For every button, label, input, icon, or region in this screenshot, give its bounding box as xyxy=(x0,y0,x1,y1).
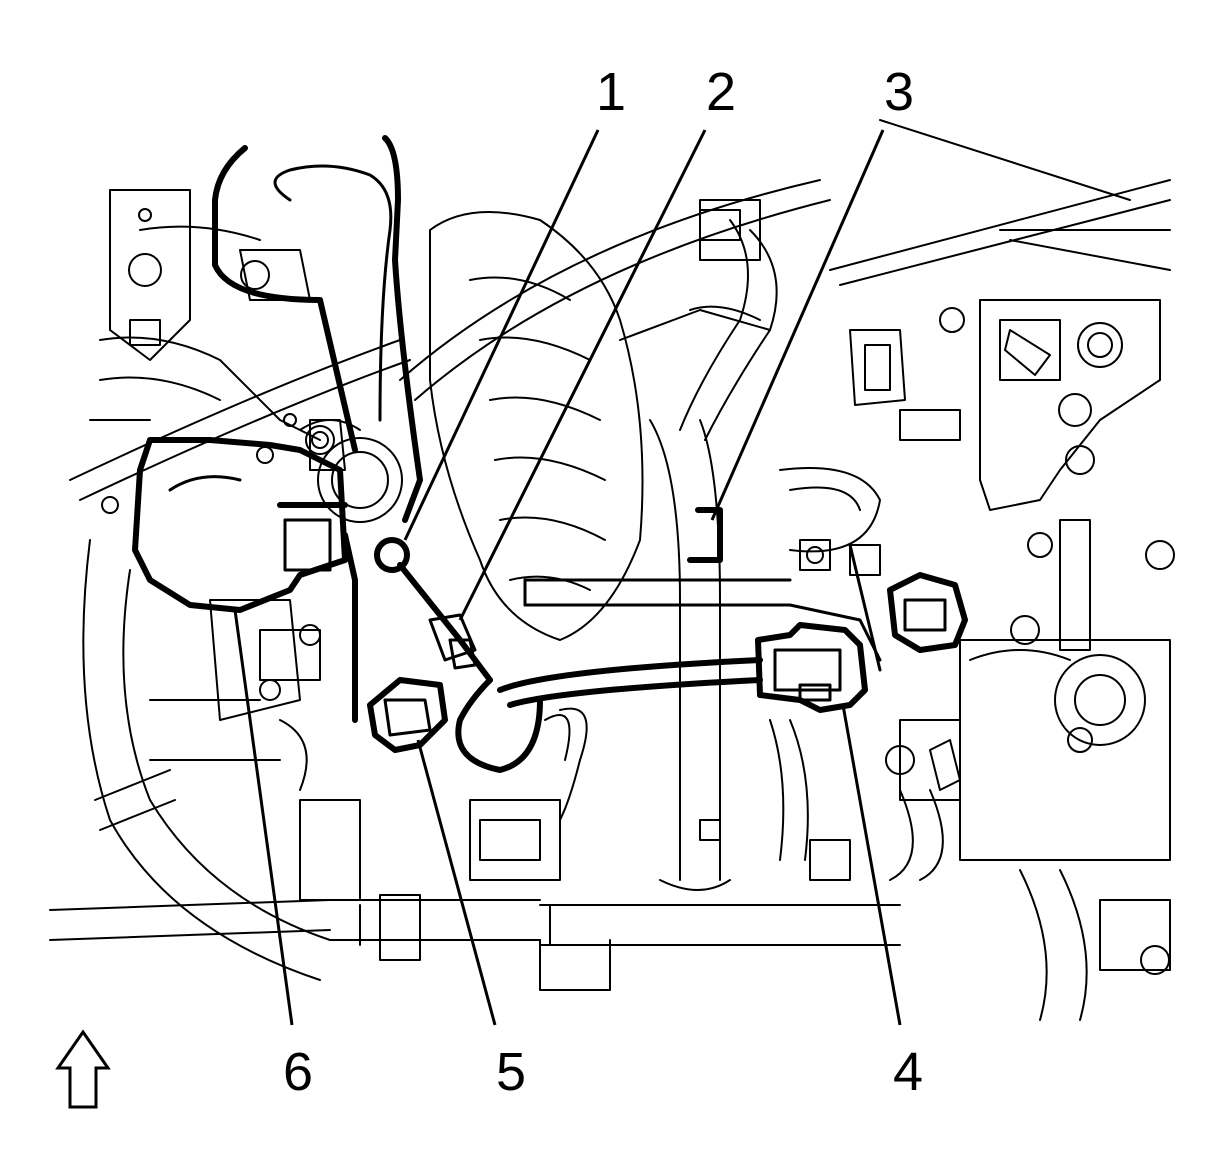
right-connector-highlight xyxy=(887,572,968,653)
callout-1: 1 xyxy=(596,62,626,122)
leader-2 xyxy=(458,129,707,621)
sensor-wire-harness-2 xyxy=(455,657,763,773)
actuator-component-6 xyxy=(132,437,358,723)
callout-6: 6 xyxy=(283,1042,313,1102)
callout-5: 5 xyxy=(496,1042,526,1102)
callout-4: 4 xyxy=(893,1042,923,1102)
bracket-component-3 xyxy=(523,507,882,672)
leader-6 xyxy=(233,609,294,1026)
leader-3 xyxy=(710,129,885,521)
connector-component-4 xyxy=(755,622,868,713)
sensor-component-1 xyxy=(374,537,493,683)
callout-labels: 1 2 3 4 5 6 xyxy=(283,62,923,1102)
leader-1 xyxy=(403,129,600,541)
up-arrow-icon xyxy=(55,1029,111,1109)
callout-3: 3 xyxy=(884,62,914,122)
connector-component-5 xyxy=(367,677,448,753)
coolant-hose-highlight xyxy=(212,135,423,523)
engine-background-linework xyxy=(49,119,1175,1021)
callout-2: 2 xyxy=(706,62,736,122)
leader-4 xyxy=(841,704,902,1026)
leader-5 xyxy=(416,739,497,1026)
callout-leaders xyxy=(233,129,902,1026)
